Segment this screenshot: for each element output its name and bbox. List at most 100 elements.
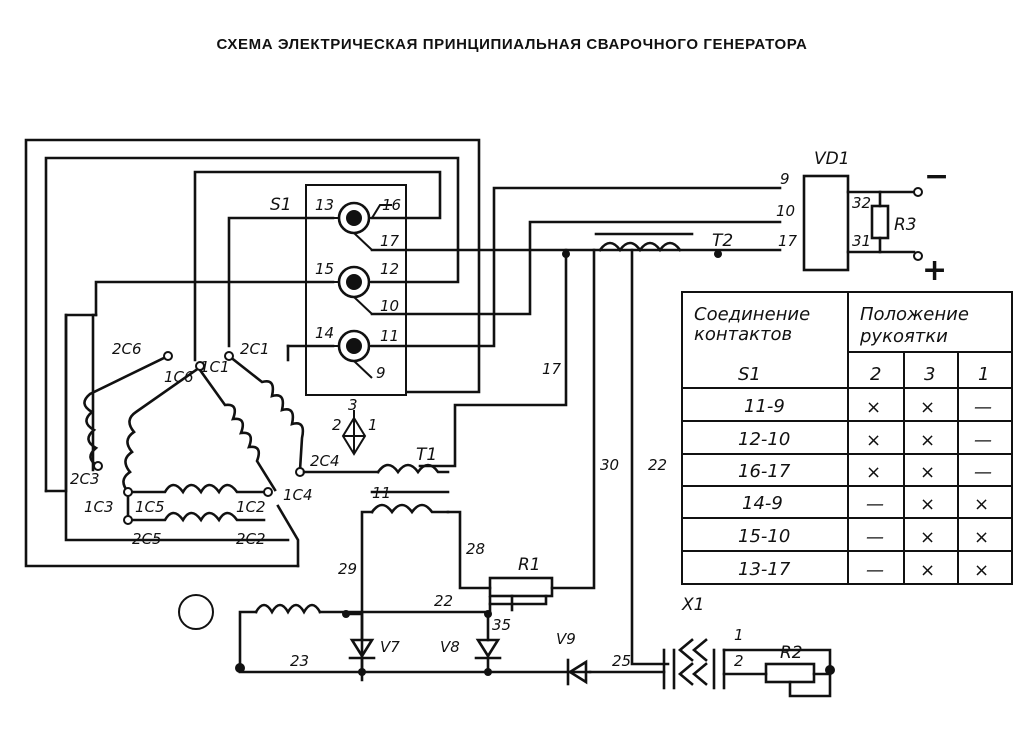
table-row-4-mark-2: ×	[920, 494, 935, 515]
table-row-3-mark-2: ×	[920, 462, 935, 483]
transformer-t2-label: T2	[712, 231, 733, 251]
contact-17-label: 17	[380, 232, 400, 250]
vd1-pin-32: 32	[852, 194, 871, 212]
output-plus-terminal: +	[922, 253, 947, 288]
table-row-2-conn: 12-10	[738, 429, 790, 450]
winding-1c5-label: 1C5	[135, 498, 165, 516]
wire-23-label: 23	[290, 652, 309, 670]
winding-2c3-label: 2C3	[70, 470, 100, 488]
wire-1-label: 1	[734, 626, 744, 644]
ground-marker	[178, 594, 214, 630]
wire-17-label: 17	[542, 360, 562, 378]
switch-s1: S1 13 16 17 15 12 10 14 11 9 3 2 1	[270, 184, 407, 456]
resistor-r2-label: R2	[780, 643, 803, 663]
handle-position-3: 3	[348, 396, 358, 414]
table-row-3-conn: 16-17	[738, 461, 791, 482]
outer-frames	[24, 138, 782, 568]
table-row-5-conn: 15-10	[738, 526, 790, 547]
rectifier-vd1-label: VD1	[814, 149, 850, 169]
transformer-t1: T1 11 28 29	[338, 445, 492, 682]
contact-10-label: 10	[380, 297, 399, 315]
excitation-circuit: V7 V8 V9 22 35 23 25	[178, 592, 666, 686]
diagram-title: СХЕМА ЭЛЕКТРИЧЕСКАЯ ПРИНЦИПИАЛЬНАЯ СВАРО…	[216, 36, 808, 53]
table-switch-label: S1	[738, 364, 761, 385]
winding-2c1-label: 2C1	[240, 340, 270, 358]
table-row-1-mark-1: ×	[866, 397, 881, 418]
contact-14-label: 14	[315, 324, 334, 342]
contact-12-label: 12	[380, 260, 399, 278]
handle-position-2: 2	[332, 416, 342, 434]
winding-2c5-label: 2C5	[132, 530, 162, 548]
table-row-5-mark-2: ×	[920, 527, 935, 548]
handle-position-1: 1	[368, 416, 378, 434]
table-row-1-conn: 11-9	[744, 396, 785, 417]
table-row-5-mark-3: ×	[974, 527, 989, 548]
transformer-t2: T2 22 17	[542, 231, 733, 666]
wire-30-label: 30	[600, 456, 619, 474]
table-row-5-mark-1: —	[866, 527, 884, 548]
contact-table: Соединение контактов Положение рукоятки …	[681, 291, 1013, 585]
vd1-pin-31: 31	[852, 232, 871, 250]
winding-2c6-label: 2C6	[112, 340, 142, 358]
table-header-position-2: рукоятки	[859, 326, 948, 347]
table-row-2-mark-1: ×	[866, 430, 881, 451]
contact-15-label: 15	[315, 260, 334, 278]
wire-29-label: 29	[338, 560, 357, 578]
table-row-4-mark-1: —	[866, 494, 884, 515]
connector-x1: X1 1 2 R2	[662, 595, 835, 698]
wire-22-label: 22	[648, 456, 667, 474]
wire-25-label: 25	[612, 652, 631, 670]
table-row-3-mark-1: ×	[866, 462, 881, 483]
winding-2c4-label: 2C4	[310, 452, 340, 470]
diode-v8-label: V8	[440, 638, 460, 656]
contact-11-label: 11	[380, 327, 399, 345]
output-minus-terminal: −	[924, 159, 949, 194]
vd1-pin-10: 10	[776, 202, 795, 220]
wire-28-label: 28	[466, 540, 485, 558]
diode-v7-label: V7	[380, 638, 400, 656]
table-header-connection-2: контактов	[694, 324, 792, 345]
vd1-pin-9: 9	[780, 170, 790, 188]
table-row-4-mark-3: ×	[974, 494, 989, 515]
table-position-1: 1	[978, 364, 989, 385]
table-row-2-mark-2: ×	[920, 430, 935, 451]
winding-2c2-label: 2C2	[236, 530, 266, 548]
winding-1c2-label: 1C2	[236, 498, 266, 516]
contact-9-label: 9	[376, 364, 386, 382]
table-row-6-mark-3: ×	[974, 560, 989, 581]
diode-v9-label: V9	[556, 630, 576, 648]
table-row-2-mark-3: —	[974, 430, 992, 451]
resistor-r1: R1 30	[488, 248, 619, 612]
table-row-6-conn: 13-17	[738, 559, 791, 580]
transformer-t1-label: T1	[416, 445, 437, 465]
stator-windings: 2C6 1C6 1C1 2C1 2C3 1C3 1C5 2C5 1C2 2C2 …	[70, 340, 380, 548]
table-position-2: 2	[870, 364, 881, 385]
table-row-3-mark-3: —	[974, 462, 992, 483]
resistor-r3-label: R3	[894, 215, 917, 235]
connector-x1-label: X1	[681, 595, 704, 615]
winding-1c6-label: 1C6	[164, 368, 194, 386]
resistor-r1-label: R1	[518, 555, 541, 575]
table-row-6-mark-2: ×	[920, 560, 935, 581]
switch-s1-label: S1	[270, 195, 292, 215]
wire-2-label: 2	[734, 652, 744, 670]
table-row-4-conn: 14-9	[742, 493, 783, 514]
table-header-position-1: Положение	[860, 304, 969, 325]
table-row-1-mark-2: ×	[920, 397, 935, 418]
switch-s1-body	[305, 184, 407, 396]
wire-35-label: 35	[492, 616, 511, 634]
table-row-6-mark-1: —	[866, 560, 884, 581]
wire-22b-label: 22	[434, 592, 453, 610]
table-header-connection-1: Соединение	[694, 304, 810, 325]
table-position-3: 3	[924, 364, 935, 385]
contact-13-label: 13	[315, 196, 334, 214]
table-row-1-mark-3: —	[974, 397, 992, 418]
rectifier-vd1: VD1 9 10 17 32 31 R3 − +	[776, 149, 949, 288]
winding-1c1-label: 1C1	[200, 358, 230, 376]
vd1-pin-17: 17	[778, 232, 798, 250]
winding-1c4-label: 1C4	[283, 486, 313, 504]
wire-11-label: 11	[372, 484, 391, 502]
winding-1c3-label: 1C3	[84, 498, 114, 516]
contact-16-label: 16	[382, 196, 401, 214]
